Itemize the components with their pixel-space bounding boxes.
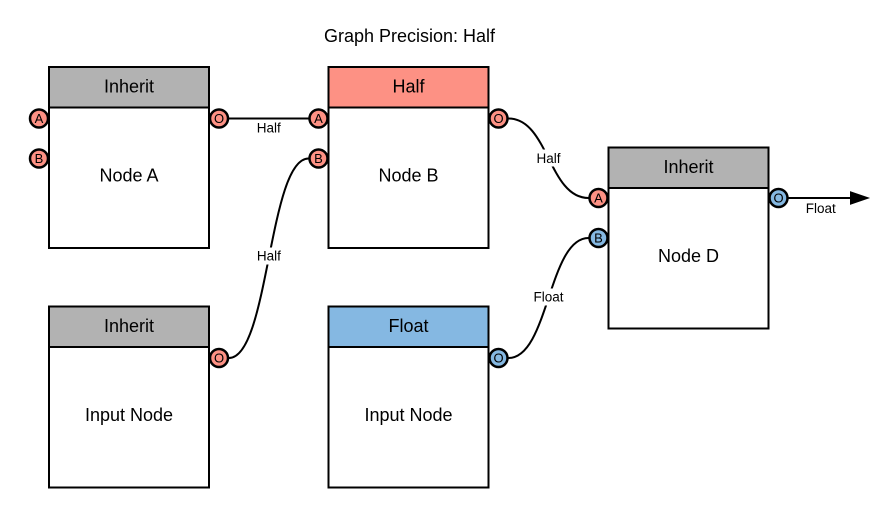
svg-text:Half: Half — [257, 120, 281, 135]
svg-text:B: B — [35, 151, 44, 166]
svg-text:Input Node: Input Node — [364, 405, 452, 425]
svg-text:Inherit: Inherit — [104, 316, 154, 336]
svg-text:O: O — [214, 111, 224, 126]
svg-text:Float: Float — [388, 316, 428, 336]
svg-text:Float: Float — [533, 290, 563, 305]
svg-text:A: A — [35, 111, 44, 126]
svg-text:Half: Half — [257, 249, 281, 264]
svg-text:Node D: Node D — [658, 246, 719, 266]
svg-text:Half: Half — [536, 151, 560, 166]
svg-text:Inherit: Inherit — [104, 77, 154, 97]
svg-text:O: O — [493, 111, 503, 126]
svg-text:Float: Float — [806, 201, 836, 216]
svg-text:Graph Precision: Half: Graph Precision: Half — [324, 26, 496, 46]
svg-text:Input Node: Input Node — [85, 405, 173, 425]
svg-text:B: B — [594, 231, 603, 246]
svg-text:A: A — [594, 191, 603, 206]
svg-text:B: B — [314, 151, 323, 166]
svg-text:O: O — [773, 191, 783, 206]
svg-text:Half: Half — [392, 77, 425, 97]
svg-text:Node A: Node A — [99, 166, 158, 186]
svg-text:O: O — [493, 351, 503, 366]
svg-text:A: A — [314, 111, 323, 126]
svg-text:Inherit: Inherit — [663, 157, 713, 177]
svg-text:Node B: Node B — [378, 166, 438, 186]
svg-text:O: O — [214, 351, 224, 366]
